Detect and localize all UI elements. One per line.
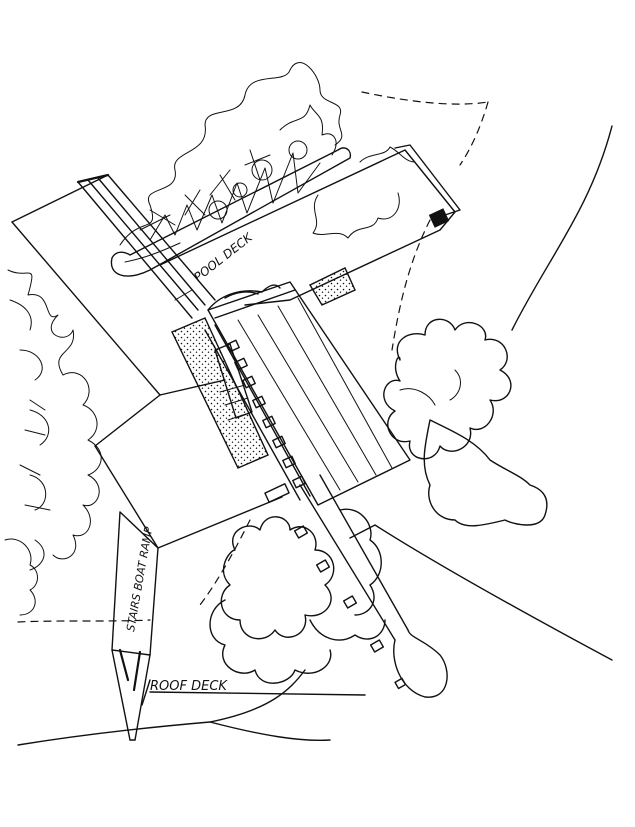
tree-canopy-east	[383, 318, 548, 527]
roof-deck-label: ROOF DECK	[150, 679, 228, 694]
stepping-stone	[293, 525, 309, 539]
roof-deck	[141, 679, 366, 706]
stepping-stone	[315, 559, 331, 573]
pool-deck-label: POOL DECK	[191, 230, 255, 285]
stepping-stone	[369, 639, 385, 653]
stairs-boat-ramp	[111, 511, 159, 741]
walkway	[76, 173, 448, 698]
stepping-stone	[394, 677, 407, 690]
site-boundary	[11, 125, 613, 746]
pool-deck-leader	[174, 289, 193, 301]
planter	[309, 267, 356, 306]
tree-canopy-south	[209, 508, 386, 684]
property-lines	[17, 91, 489, 623]
pool-deck	[110, 144, 461, 306]
shrub-cluster	[119, 62, 343, 246]
tree-scribble-west	[4, 269, 102, 616]
stone-wing	[171, 317, 269, 469]
stepping-stone	[342, 595, 358, 609]
deck-shrubs	[312, 146, 416, 239]
stairs-boat-ramp-label: STAIRS BOAT RAMP	[124, 525, 155, 632]
window-steps	[226, 339, 306, 503]
